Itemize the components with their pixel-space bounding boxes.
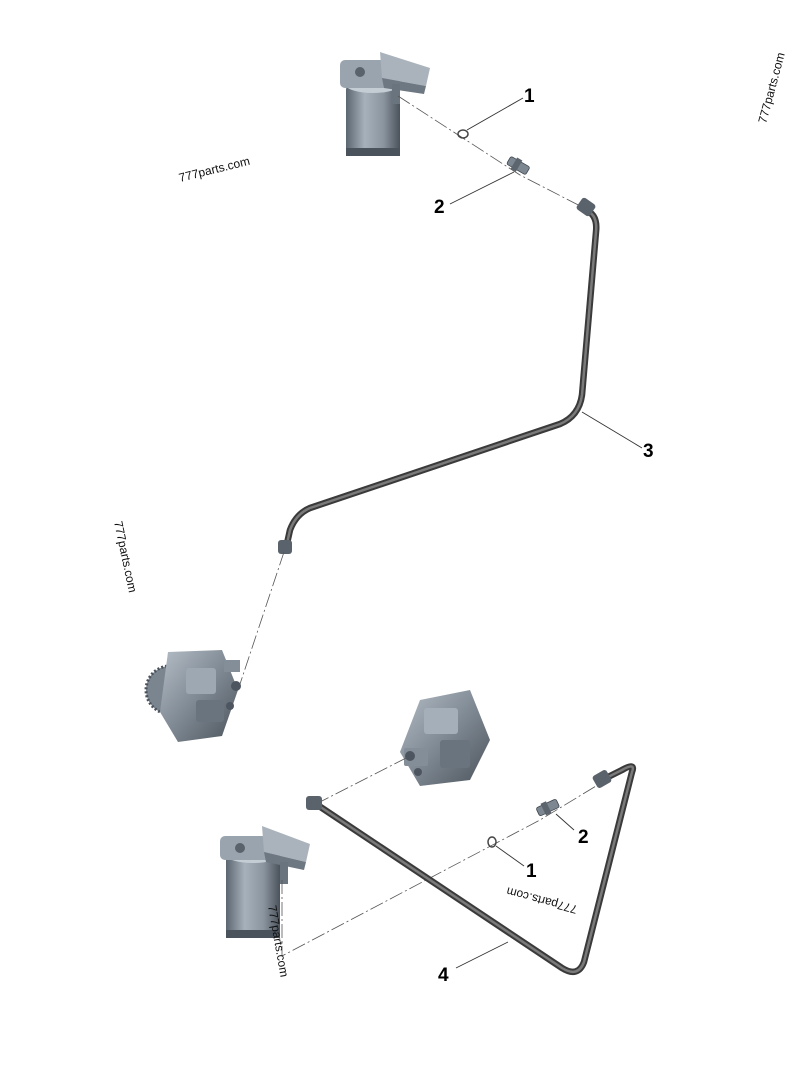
centerline-top	[397, 95, 589, 211]
callout-3: 3	[643, 441, 654, 462]
o-ring-bottom	[487, 836, 497, 848]
callout-2-bottom: 2	[578, 827, 589, 848]
watermark-text: 777parts.com	[177, 154, 251, 185]
watermark-text: 777parts.com	[111, 520, 140, 594]
leaders-bottom	[455, 813, 575, 969]
watermark-text: 777parts.com	[265, 904, 291, 978]
fuel-pump-bottom	[400, 690, 490, 786]
callout-2-top: 2	[434, 197, 445, 218]
callout-4: 4	[438, 965, 449, 986]
watermark-text: 777parts.com	[505, 884, 579, 916]
fuel-tube-3	[278, 197, 600, 554]
centerlines-bottom	[281, 755, 607, 957]
fuel-filter-bottom	[220, 826, 310, 938]
centerline-pump-top	[237, 551, 285, 691]
callout-1-top: 1	[524, 86, 535, 107]
leaders-top	[449, 97, 643, 449]
callout-1-bottom: 1	[526, 861, 537, 882]
fuel-tube-4	[306, 763, 637, 976]
fuel-filter-top	[340, 52, 430, 156]
watermark-text: 777parts.com	[755, 51, 787, 125]
o-ring-top	[457, 129, 469, 139]
fuel-pump-top	[144, 650, 241, 742]
fitting-top	[506, 156, 530, 175]
fitting-bottom	[536, 799, 560, 817]
